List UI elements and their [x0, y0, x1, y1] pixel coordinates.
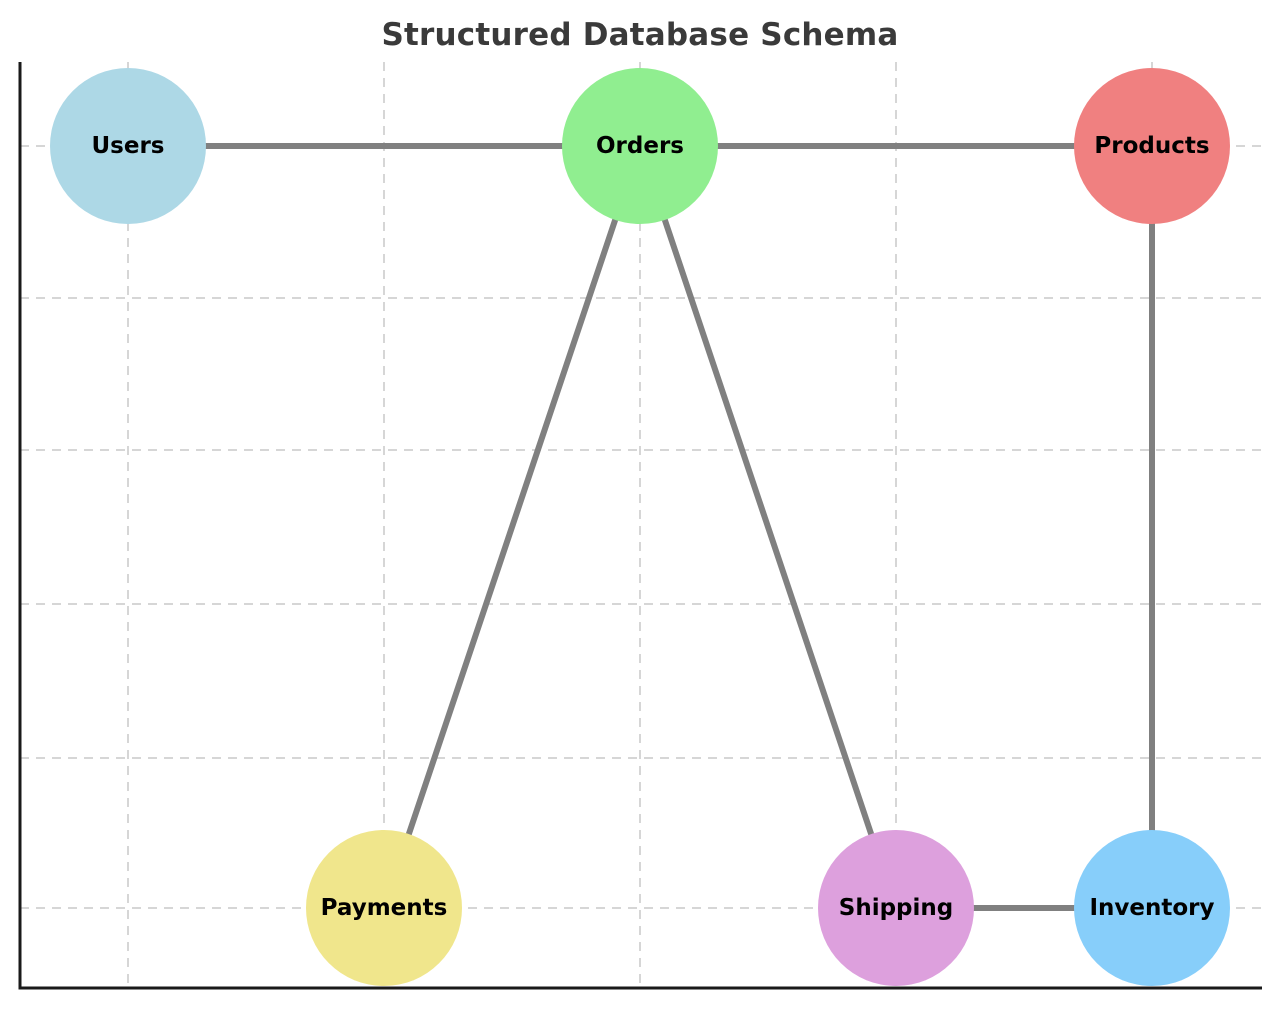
graph-nodes — [50, 68, 1230, 986]
graph-node-payments[interactable] — [306, 830, 462, 986]
graph-edge-orders-shipping — [637, 145, 899, 909]
graph-node-inventory[interactable] — [1074, 830, 1230, 986]
axis-spines — [18, 62, 1262, 990]
graph-node-products[interactable] — [1074, 68, 1230, 224]
graph-node-orders[interactable] — [562, 68, 718, 224]
page-title: Structured Database Schema — [381, 17, 899, 53]
graph-edge-orders-payments — [381, 145, 643, 909]
graph-node-shipping[interactable] — [818, 830, 974, 986]
graph-node-users[interactable] — [50, 68, 206, 224]
